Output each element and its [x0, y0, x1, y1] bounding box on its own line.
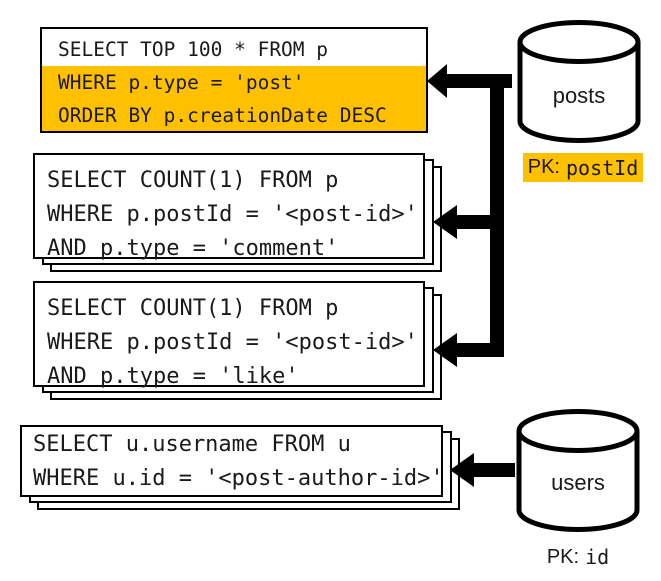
posts-database-icon: posts [517, 20, 641, 143]
pk-prefix: PK: [546, 545, 580, 568]
pk-value: postId [566, 155, 639, 180]
query-box-username: SELECT u.username FROM u WHERE u.id = '<… [20, 425, 444, 497]
database-cylinder-top [517, 20, 641, 64]
query-line: AND p.type = 'like' [47, 363, 299, 389]
users-pk-badge: PK: id [516, 544, 640, 570]
database-cylinder-body [516, 431, 640, 532]
query-line-highlighted: WHERE p.type = 'post' [42, 66, 426, 99]
users-database-icon: users [516, 409, 640, 532]
database-cylinder-body [517, 42, 641, 143]
query-line-highlighted: ORDER BY p.creationDate DESC [42, 99, 426, 131]
pk-value: id [585, 545, 610, 569]
query-line: SELECT COUNT(1) FROM p [47, 295, 339, 321]
query-line: WHERE p.postId = '<post-id>' [47, 201, 418, 227]
query-line: AND p.type = 'comment' [47, 235, 339, 261]
arrow-posts-to-top-query [427, 64, 512, 98]
arrow-trunk-to-like-query [433, 333, 504, 367]
query-line: WHERE u.id = '<post-author-id>' [33, 465, 444, 491]
database-label: users [551, 470, 605, 495]
database-label: posts [553, 83, 606, 108]
arrow-trunk-to-comment-query [433, 205, 504, 239]
query-box-like-count: SELECT COUNT(1) FROM p WHERE p.postId = … [33, 281, 425, 389]
posts-pk-badge: PK: postId [523, 153, 643, 182]
query-line: SELECT COUNT(1) FROM p [47, 167, 339, 193]
query-line: SELECT TOP 100 * FROM p [58, 38, 329, 61]
database-cylinder-top [516, 409, 640, 453]
query-box-comment-count: SELECT COUNT(1) FROM p WHERE p.postId = … [33, 153, 425, 261]
query-box-top-posts: SELECT TOP 100 * FROM p WHERE p.type = '… [40, 27, 428, 133]
query-line: SELECT u.username FROM u [33, 431, 351, 457]
pk-prefix: PK: [527, 156, 560, 178]
arrow-trunk-posts [490, 74, 504, 357]
query-line: WHERE p.postId = '<post-id>' [47, 329, 418, 355]
